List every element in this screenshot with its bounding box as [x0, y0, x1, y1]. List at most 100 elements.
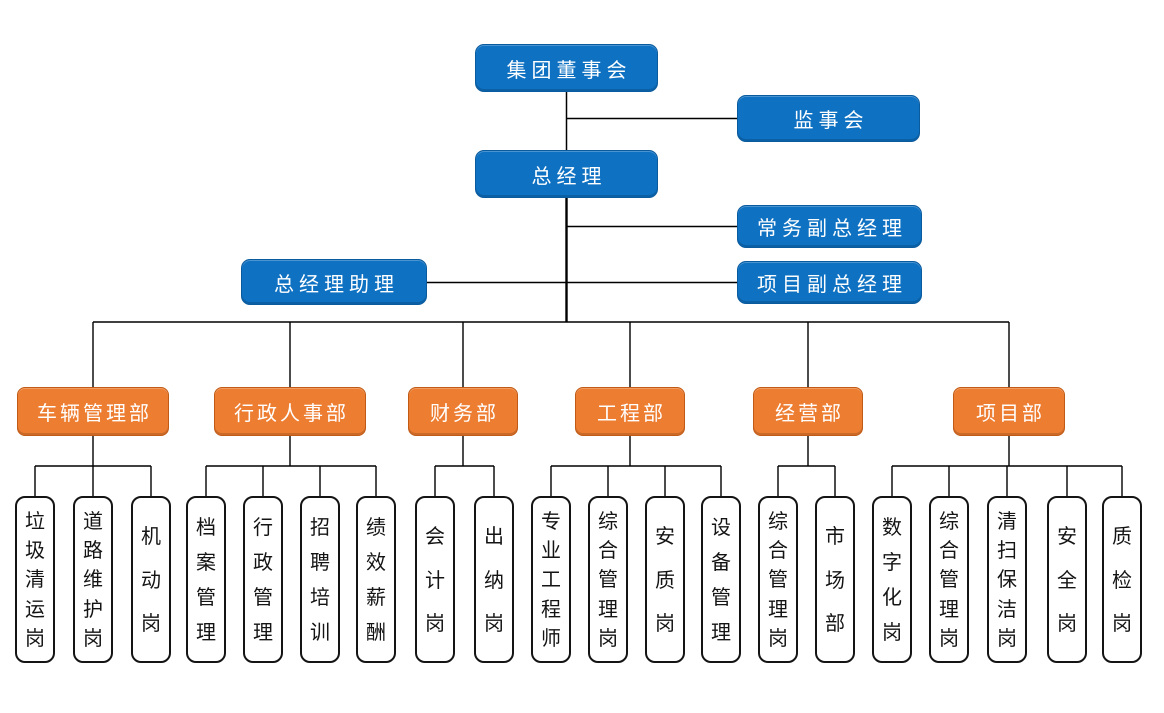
- position-label-char: 行: [253, 515, 273, 539]
- gm-assistant-label: 总经理助理: [274, 271, 399, 296]
- position-label-char: 数: [882, 515, 902, 539]
- position-label-char: 扫: [997, 538, 1017, 563]
- position-label-char: 综: [939, 509, 959, 534]
- position-label-char: 招: [310, 515, 330, 539]
- position-box: 数字化岗: [872, 496, 912, 663]
- position-label-char: 护: [83, 596, 103, 621]
- position-box: 垃圾清运岗: [15, 496, 55, 663]
- position-label-char: 清: [997, 509, 1017, 534]
- position-box: 招聘培训: [300, 496, 340, 663]
- position-label-char: 出: [484, 523, 504, 548]
- department-box: 工程部: [575, 387, 685, 436]
- position-label-char: 合: [768, 538, 788, 563]
- position-label-char: 岗: [655, 611, 675, 636]
- position-label-char: 程: [541, 596, 561, 621]
- position-label-char: 保: [997, 567, 1017, 592]
- position-label-char: 岗: [598, 625, 618, 650]
- position-label-char: 字: [882, 550, 902, 574]
- position-label-char: 运: [25, 596, 45, 621]
- board-of-directors-label: 集团董事会: [506, 57, 632, 82]
- position-label-char: 垃: [25, 509, 45, 534]
- position-label-char: 效: [366, 550, 386, 574]
- position-box: 质检岗: [1102, 496, 1142, 663]
- position-label-char: 岗: [141, 611, 161, 636]
- position-box: 绩效薪酬: [356, 496, 396, 663]
- position-label-char: 工: [541, 567, 561, 592]
- position-label-char: 会: [425, 523, 445, 548]
- position-box: 档案管理: [186, 496, 226, 663]
- position-box: 综合管理岗: [588, 496, 628, 663]
- position-label-char: 训: [310, 620, 330, 644]
- position-box: 会计岗: [415, 496, 455, 663]
- position-label-char: 理: [939, 596, 959, 621]
- position-label-char: 综: [598, 509, 618, 534]
- position-label-char: 备: [711, 550, 731, 574]
- department-label: 经营部: [775, 401, 844, 425]
- position-label-char: 综: [768, 509, 788, 534]
- department-box: 财务部: [408, 387, 518, 436]
- general-manager-label: 总经理: [531, 163, 607, 188]
- position-box: 道路维护岗: [73, 496, 113, 663]
- position-box: 出纳岗: [474, 496, 514, 663]
- position-label-char: 管: [768, 567, 788, 592]
- position-label-char: 检: [1112, 567, 1132, 592]
- position-label-char: 聘: [310, 550, 330, 574]
- supervisory-board-label: 监事会: [793, 108, 869, 132]
- position-label-char: 合: [598, 538, 618, 563]
- position-label-char: 业: [541, 538, 561, 563]
- general-manager-box: 总经理: [475, 150, 658, 198]
- position-label-char: 安: [655, 523, 675, 548]
- position-label-char: 路: [83, 538, 103, 563]
- position-label-char: 纳: [484, 567, 504, 592]
- position-label-char: 机: [141, 523, 161, 548]
- gm-assistant-box: 总经理助理: [241, 259, 427, 305]
- position-label-char: 案: [196, 550, 216, 574]
- position-label-char: 岗: [1112, 611, 1132, 636]
- position-label-char: 清: [25, 567, 45, 592]
- position-label-char: 岗: [25, 625, 45, 650]
- position-box: 安全岗: [1047, 496, 1087, 663]
- department-label: 项目部: [976, 401, 1045, 425]
- position-box: 清扫保洁岗: [987, 496, 1027, 663]
- position-box: 专业工程师: [531, 496, 571, 663]
- position-label-char: 质: [655, 567, 675, 592]
- position-label-char: 岗: [768, 625, 788, 650]
- position-label-char: 场: [825, 567, 845, 592]
- position-label-char: 专: [541, 509, 561, 534]
- position-label-char: 岗: [83, 625, 103, 650]
- project-deputy-gm-box: 项目副总经理: [737, 261, 922, 304]
- position-label-char: 管: [711, 585, 731, 609]
- position-label-char: 绩: [366, 515, 386, 539]
- position-label-char: 安: [1057, 523, 1077, 548]
- board-of-directors-box: 集团董事会: [475, 44, 658, 92]
- position-box: 综合管理岗: [929, 496, 969, 663]
- position-label-char: 管: [253, 585, 273, 609]
- position-label-char: 档: [196, 515, 216, 539]
- position-label-char: 管: [939, 567, 959, 592]
- department-box: 项目部: [953, 387, 1065, 436]
- position-label-char: 理: [598, 596, 618, 621]
- position-label-char: 维: [83, 567, 103, 592]
- position-label-char: 理: [196, 620, 216, 644]
- department-label: 工程部: [597, 401, 666, 425]
- position-label-char: 岗: [425, 611, 445, 636]
- position-label-char: 道: [83, 509, 103, 534]
- position-label-char: 培: [310, 585, 330, 609]
- position-box: 行政管理: [243, 496, 283, 663]
- position-label-char: 市: [825, 523, 845, 548]
- position-label-char: 酬: [366, 620, 386, 644]
- department-label: 行政人事部: [234, 401, 349, 425]
- position-label-char: 岗: [997, 625, 1017, 650]
- position-label-char: 洁: [997, 596, 1017, 621]
- position-label-char: 理: [711, 620, 731, 644]
- department-box: 行政人事部: [214, 387, 366, 436]
- executive-deputy-gm-label: 常务副总经理: [757, 216, 907, 240]
- position-label-char: 薪: [366, 585, 386, 609]
- department-label: 车辆管理部: [37, 401, 152, 425]
- position-label-char: 岗: [1057, 611, 1077, 636]
- position-box: 设备管理: [701, 496, 741, 663]
- position-label-char: 管: [598, 567, 618, 592]
- position-box: 综合管理岗: [758, 496, 798, 663]
